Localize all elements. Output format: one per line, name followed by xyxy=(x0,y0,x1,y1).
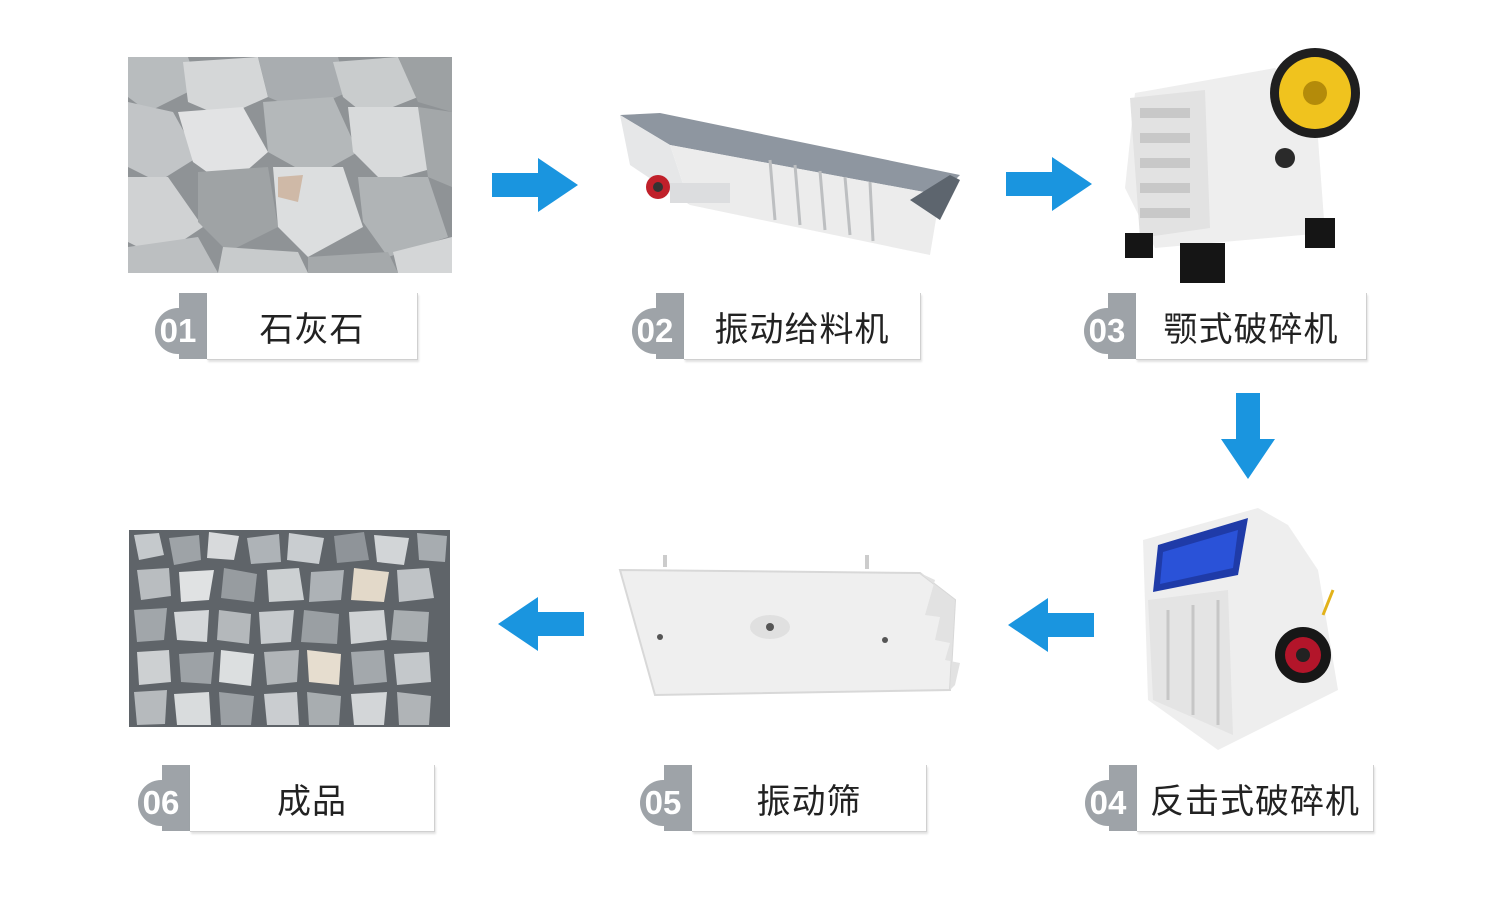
step-title: 反击式破碎机 xyxy=(1137,765,1374,832)
step-badge-tab xyxy=(664,765,692,831)
limestone-photo xyxy=(128,57,452,273)
step-title: 成品 xyxy=(190,765,435,832)
step-badge-tab xyxy=(162,765,190,831)
vibrating-screen-image xyxy=(615,555,965,705)
step-label-06: 06 成品 xyxy=(138,765,436,833)
step-title: 颚式破碎机 xyxy=(1136,293,1367,360)
step-label-03: 03 颚式破碎机 xyxy=(1084,293,1368,361)
step-number: 04 xyxy=(1089,784,1127,821)
step-number: 03 xyxy=(1088,312,1126,349)
step-badge-tab xyxy=(179,293,207,359)
step-badge-tab xyxy=(1109,765,1137,831)
step-title: 振动给料机 xyxy=(684,293,921,360)
impact-crusher-image xyxy=(1138,500,1356,755)
arrow-left-2-icon xyxy=(498,597,584,651)
step-number: 06 xyxy=(142,784,180,821)
step-number: 01 xyxy=(159,312,197,349)
jaw-crusher-image xyxy=(1115,38,1360,284)
arrow-right-2-icon xyxy=(1006,157,1092,211)
step-number: 05 xyxy=(644,784,682,821)
step-label-01: 01 石灰石 xyxy=(155,293,419,361)
arrow-down-icon xyxy=(1221,393,1275,479)
step-badge-tab xyxy=(656,293,684,359)
step-title: 振动筛 xyxy=(692,765,927,832)
step-title: 石灰石 xyxy=(207,293,418,360)
step-label-02: 02 振动给料机 xyxy=(632,293,922,361)
finished-product-photo xyxy=(129,530,450,727)
step-label-05: 05 振动筛 xyxy=(640,765,928,833)
step-badge-tab xyxy=(1108,293,1136,359)
arrow-left-1-icon xyxy=(1008,598,1094,652)
vibrating-feeder-image xyxy=(610,105,970,265)
arrow-right-1-icon xyxy=(492,158,578,212)
step-number: 02 xyxy=(636,312,674,349)
step-label-04: 04 反击式破碎机 xyxy=(1085,765,1375,833)
